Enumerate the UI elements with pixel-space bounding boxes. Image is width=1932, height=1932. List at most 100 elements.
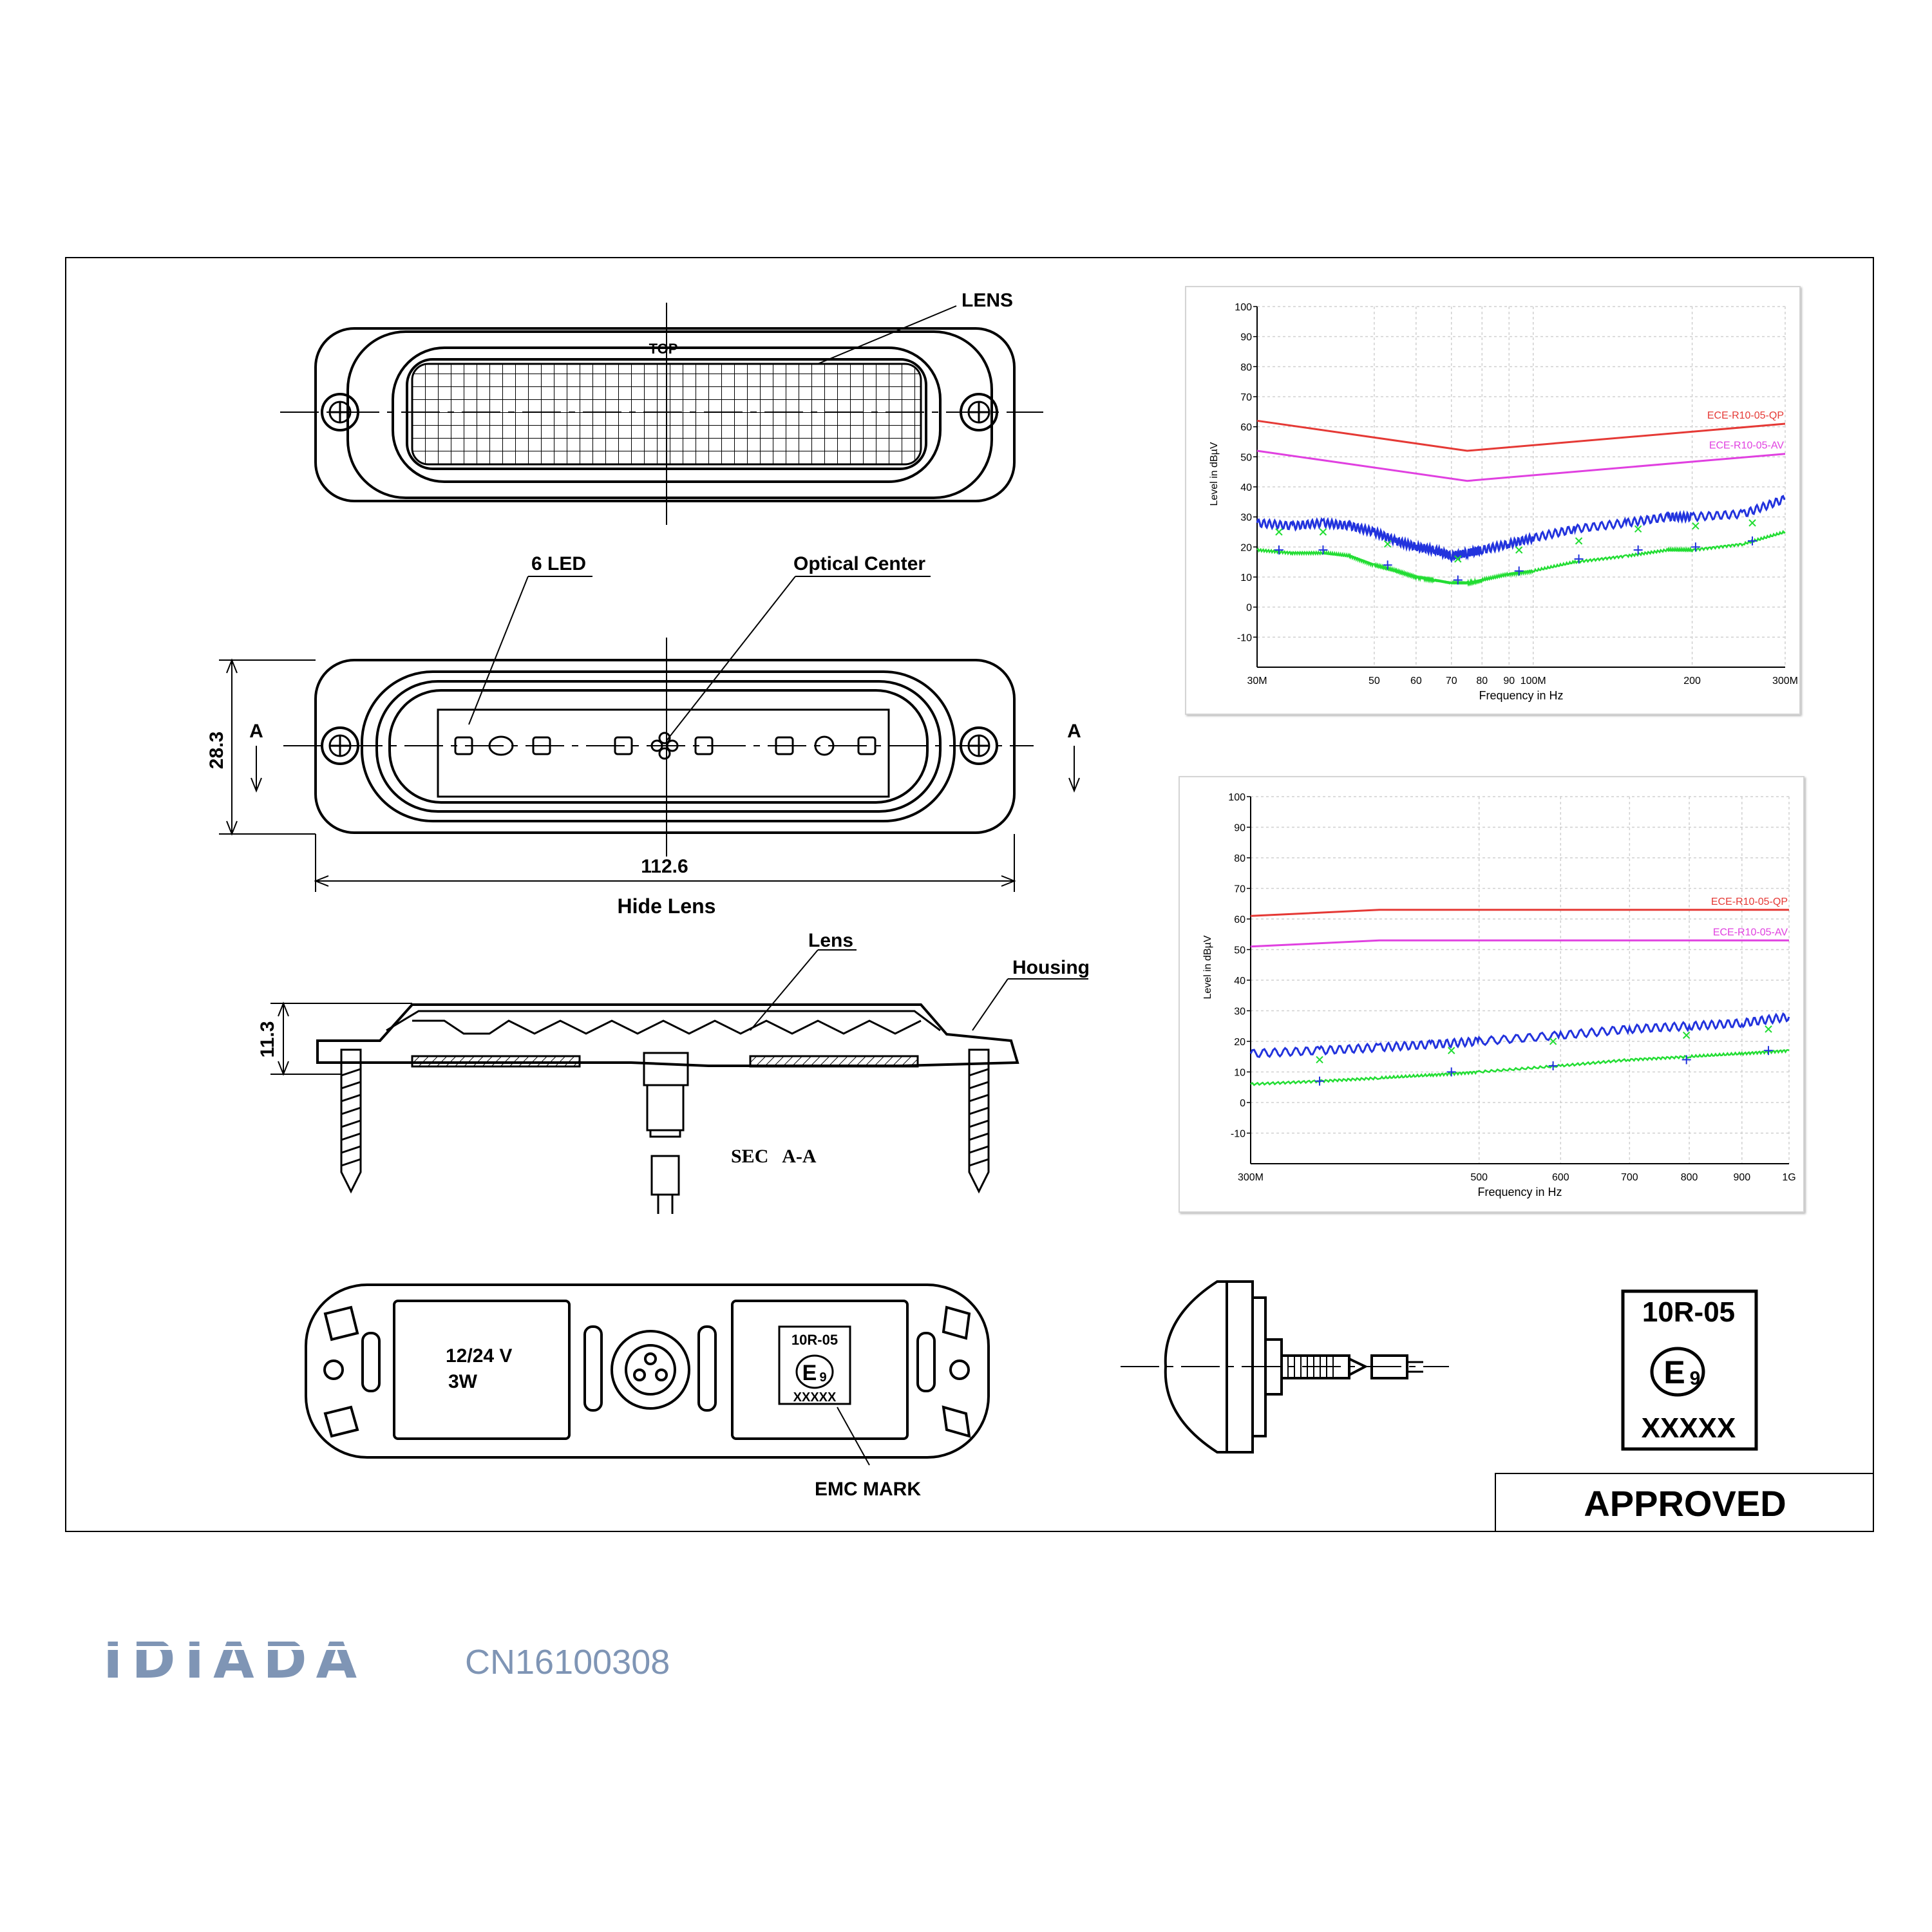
qp-marker xyxy=(1549,1037,1557,1045)
x-axis-label: Frequency in Hz xyxy=(1479,689,1563,702)
series-label: ECE-R10-05-QP xyxy=(1711,896,1788,907)
y-tick-label: 50 xyxy=(1234,945,1245,956)
av-marker xyxy=(1318,545,1328,554)
section-marker-right: A xyxy=(1067,721,1081,742)
trace-line xyxy=(1256,529,1786,587)
approval-x: XXXXX xyxy=(1642,1412,1736,1444)
y-tick-label: 40 xyxy=(1234,976,1245,987)
limit-line xyxy=(1256,450,1786,482)
av-marker xyxy=(1548,1061,1558,1070)
av-marker xyxy=(1764,1046,1774,1056)
av-marker xyxy=(1315,1076,1325,1086)
x-tick-label: 500 xyxy=(1470,1172,1488,1183)
series-label: ECE-R10-05-AV xyxy=(1709,440,1785,451)
x-tick-label: 50 xyxy=(1368,676,1380,687)
qp-marker xyxy=(1515,546,1523,554)
x-tick-label: 1G xyxy=(1782,1172,1795,1183)
y-tick-label: 80 xyxy=(1240,362,1252,373)
x-tick-label: 80 xyxy=(1476,676,1488,687)
x-tick-label: 60 xyxy=(1410,676,1422,687)
optical-center-label: Optical Center xyxy=(793,553,925,574)
section-marker-left: A xyxy=(249,721,263,742)
back-mark-num: 9 xyxy=(819,1370,826,1385)
drawing-frame xyxy=(65,257,1874,1532)
led-label: 6 LED xyxy=(531,553,586,574)
back-mark-code: 10R-05 xyxy=(791,1332,838,1348)
series-label: ECE-R10-05-QP xyxy=(1707,410,1784,421)
qp-marker xyxy=(1448,1046,1455,1054)
section-lens-label: Lens xyxy=(808,930,853,951)
qp-marker xyxy=(1682,1031,1690,1039)
width-dimension: 112.6 xyxy=(641,856,688,877)
emc-mark-label: EMC MARK xyxy=(815,1479,921,1500)
qp-marker xyxy=(1765,1025,1772,1033)
av-marker xyxy=(1748,536,1757,545)
x-tick-label: 700 xyxy=(1621,1172,1638,1183)
y-tick-label: 70 xyxy=(1240,392,1252,403)
y-tick-label: 60 xyxy=(1234,914,1245,925)
y-tick-label: 100 xyxy=(1228,792,1245,803)
back-mark-x: XXXXX xyxy=(793,1390,837,1405)
y-tick-label: 10 xyxy=(1234,1068,1245,1079)
y-tick-label: 40 xyxy=(1240,482,1252,493)
av-marker xyxy=(1633,545,1643,554)
qp-marker xyxy=(1454,555,1462,563)
section-height-dimension: 11.3 xyxy=(257,1021,278,1058)
av-marker xyxy=(1574,554,1584,564)
approval-code: 10R-05 xyxy=(1642,1296,1735,1328)
series-label: ECE-R10-05-AV xyxy=(1713,927,1788,938)
trace-line xyxy=(1256,495,1785,564)
x-tick-label: 200 xyxy=(1683,676,1701,687)
x-tick-label: 800 xyxy=(1681,1172,1698,1183)
qp-marker xyxy=(1275,528,1283,536)
front-view xyxy=(219,576,1080,892)
qp-marker xyxy=(1319,528,1327,536)
voltage-label: 12/24 V xyxy=(446,1345,512,1367)
power-label: 3W xyxy=(448,1371,478,1392)
document-code: CN16100308 xyxy=(465,1643,670,1681)
qp-marker xyxy=(1748,519,1756,527)
approved-stamp: APPROVED xyxy=(1495,1473,1874,1532)
qp-marker xyxy=(1575,537,1583,545)
idiada-logo-stripes xyxy=(97,1638,419,1650)
approval-mark xyxy=(1621,1289,1758,1451)
x-tick-label: 900 xyxy=(1733,1172,1750,1183)
x-tick-label: 600 xyxy=(1552,1172,1569,1183)
limit-line xyxy=(1250,909,1789,917)
height-dimension: 28.3 xyxy=(206,732,227,769)
hide-lens-caption: Hide Lens xyxy=(618,895,716,918)
y-tick-label: 70 xyxy=(1234,884,1245,895)
limit-line xyxy=(1250,939,1789,948)
x-tick-label: 30M xyxy=(1247,676,1267,687)
top-text: TOP xyxy=(649,341,678,357)
av-marker xyxy=(1514,566,1524,576)
qp-marker xyxy=(1383,540,1392,548)
y-tick-label: 20 xyxy=(1240,542,1252,553)
x-tick-label: 70 xyxy=(1446,676,1457,687)
qp-marker xyxy=(1634,525,1642,533)
lens-label: LENS xyxy=(961,290,1013,311)
av-marker xyxy=(1690,542,1700,552)
approval-num: 9 xyxy=(1690,1368,1701,1389)
y-tick-label: 50 xyxy=(1240,452,1252,463)
x-axis-label: Frequency in Hz xyxy=(1477,1186,1562,1198)
y-tick-label: 30 xyxy=(1240,513,1252,524)
housing-label: Housing xyxy=(1012,957,1090,978)
y-tick-label: -10 xyxy=(1231,1129,1245,1140)
av-marker xyxy=(1446,1067,1456,1077)
x-tick-label: 100M xyxy=(1520,676,1546,687)
av-marker xyxy=(1453,575,1463,585)
y-tick-label: 100 xyxy=(1235,302,1252,313)
x-tick-label: 300M xyxy=(1238,1172,1264,1183)
x-tick-label: 300M xyxy=(1772,676,1798,687)
section-caption: SEC A-A xyxy=(731,1146,817,1167)
av-marker xyxy=(1681,1055,1691,1065)
approval-e: E xyxy=(1663,1354,1685,1390)
av-marker xyxy=(1274,545,1283,554)
y-tick-label: 90 xyxy=(1240,332,1252,343)
